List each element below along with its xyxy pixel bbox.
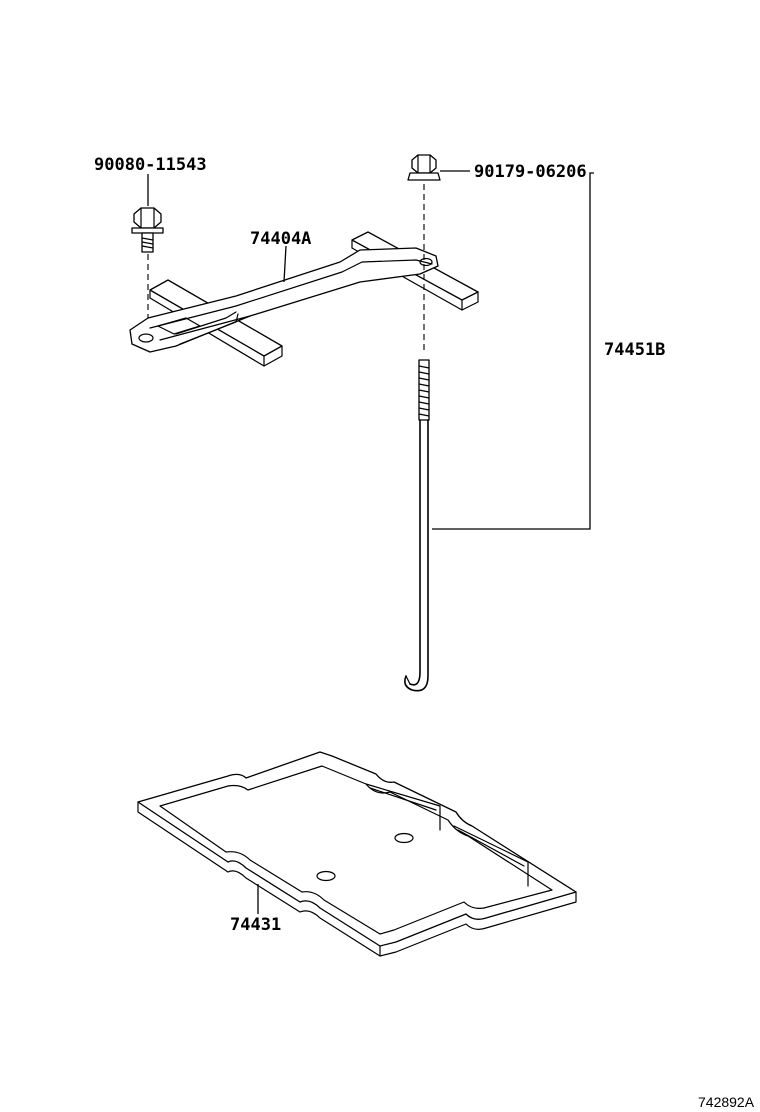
nut-drawing <box>407 154 441 352</box>
rod-drawing <box>404 359 430 692</box>
nut-part-number: 90179-06206 <box>474 162 587 182</box>
bolt-drawing <box>131 207 164 330</box>
rod-part-number: 74451B <box>604 340 665 360</box>
clamp-part-number: 74404A <box>250 229 311 249</box>
leader-lines <box>147 170 594 914</box>
illustration-ref: 742892A <box>698 1094 755 1110</box>
clamp-drawing <box>129 231 479 367</box>
tray-drawing <box>137 751 577 957</box>
tray-part-number: 74431 <box>230 915 281 935</box>
bolt-part-number: 90080-11543 <box>94 155 207 175</box>
